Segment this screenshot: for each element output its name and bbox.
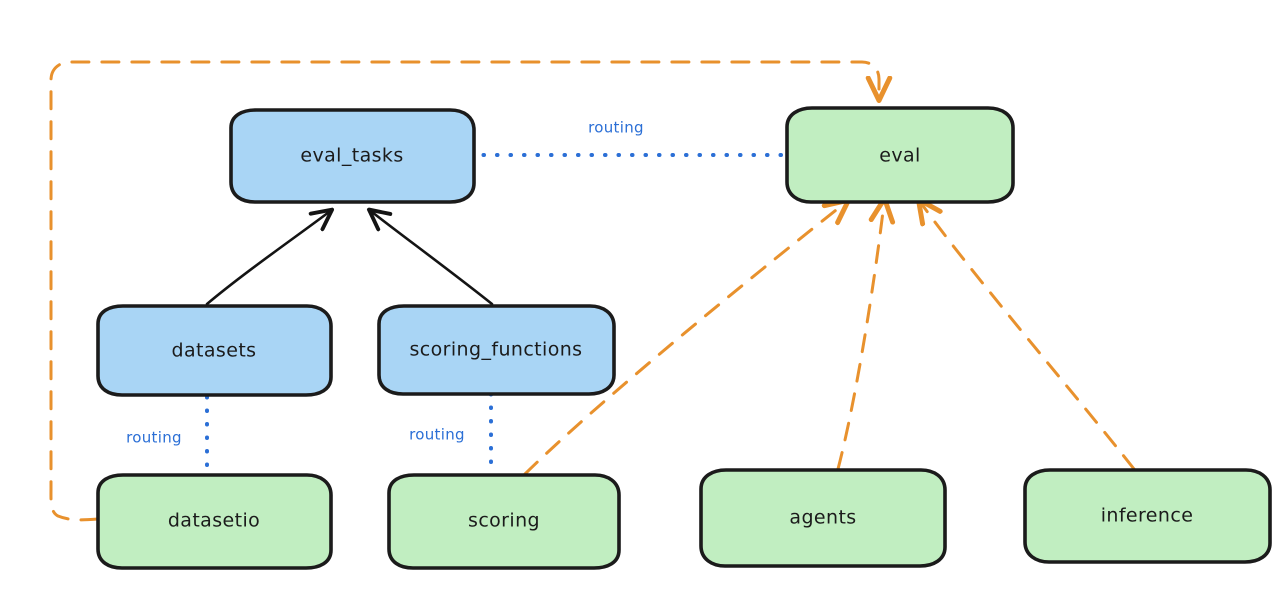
node-label-scoring: scoring [468,510,540,532]
edge-label-routing-datasetio: routing [126,429,182,447]
edge-datasetio-eval [49,60,879,522]
node-label-scoring_functions: scoring_functions [410,339,583,361]
edge-group-dashed-orange [49,60,1136,522]
edge-group-dotted-blue [205,153,788,476]
edge-datasets-eval_tasks [205,207,335,306]
edge-scoring_functions-eval_tasks [366,207,494,306]
node-scoring[interactable]: scoring [387,473,621,570]
node-scoring_functions[interactable]: scoring_functions [377,304,616,396]
edge-scoring-eval [523,203,845,476]
edge-inference-eval [921,203,1136,471]
node-inference[interactable]: inference [1023,468,1272,564]
node-label-eval_tasks: eval_tasks [300,145,403,167]
node-label-inference: inference [1101,505,1194,527]
node-label-datasetio: datasetio [168,510,260,532]
node-eval_tasks[interactable]: eval_tasks [229,108,476,204]
node-label-agents: agents [789,507,856,529]
node-datasetio[interactable]: datasetio [96,473,333,570]
node-datasets[interactable]: datasets [96,304,333,397]
edge-label-routing-eval: routing [588,119,644,137]
node-eval[interactable]: eval [785,106,1015,204]
edge-agents-eval [836,203,884,471]
node-agents[interactable]: agents [699,468,947,568]
node-label-eval: eval [879,145,920,167]
edge-label-routing-scoring: routing [409,426,465,444]
edge-group-solid-black [205,207,494,306]
node-label-datasets: datasets [172,340,257,362]
